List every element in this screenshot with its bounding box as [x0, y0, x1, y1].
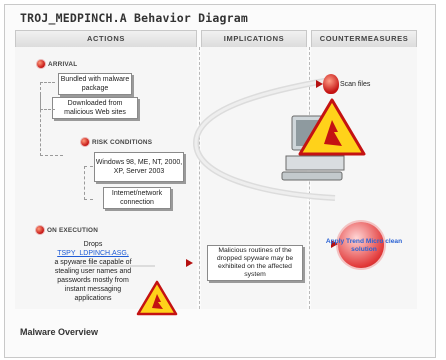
drops-file-link[interactable]: TSPY_LDPINCH.ASG, — [57, 250, 129, 257]
bullet-icon — [37, 60, 45, 68]
drops-label: Drops — [83, 241, 103, 248]
bullet-icon — [81, 138, 89, 146]
execution-drops-text: Drops TSPY_LDPINCH.ASG, a spyware file c… — [48, 240, 138, 303]
scan-files-label: Scan files — [340, 81, 371, 88]
risk-label: RISK CONDITIONS — [92, 138, 153, 146]
column-divider — [199, 47, 200, 309]
drops-description: a spyware file capable of stealing user … — [54, 259, 132, 302]
arrow-icon — [331, 240, 338, 248]
arrival-to-risk-connector — [40, 95, 63, 156]
scan-icon — [323, 74, 339, 94]
arrival-box-downloaded: Downloaded from malicious Web sites — [52, 97, 138, 119]
trend-micro-logo-icon — [338, 222, 384, 268]
apply-clean-solution-link[interactable]: Apply Trend Micro clean solution — [325, 238, 403, 253]
risk-box-network: Internet/network connection — [103, 187, 171, 209]
risk-section: RISK CONDITIONS — [81, 138, 152, 146]
arrival-section: ARRIVAL — [37, 60, 77, 68]
execution-label: ON EXECUTION — [47, 226, 99, 234]
computer-icon — [281, 98, 366, 181]
risk-connector — [84, 166, 93, 200]
risk-box-os: Windows 98, ME, NT, 2000, XP, Server 200… — [94, 152, 184, 182]
implication-box: Malicious routines of the dropped spywar… — [207, 245, 303, 281]
execution-section: ON EXECUTION — [36, 226, 98, 234]
malware-overview-heading: Malware Overview — [20, 327, 99, 337]
arrival-box-bundled: Bundled with malware package — [58, 73, 132, 95]
warning-sign-icon — [136, 280, 178, 316]
bullet-icon — [36, 226, 44, 234]
arrow-icon — [186, 259, 193, 267]
arrow-icon — [316, 80, 323, 88]
arrival-label: ARRIVAL — [48, 60, 78, 68]
diagram-title: TROJ_MEDPINCH.A Behavior Diagram — [20, 11, 248, 25]
